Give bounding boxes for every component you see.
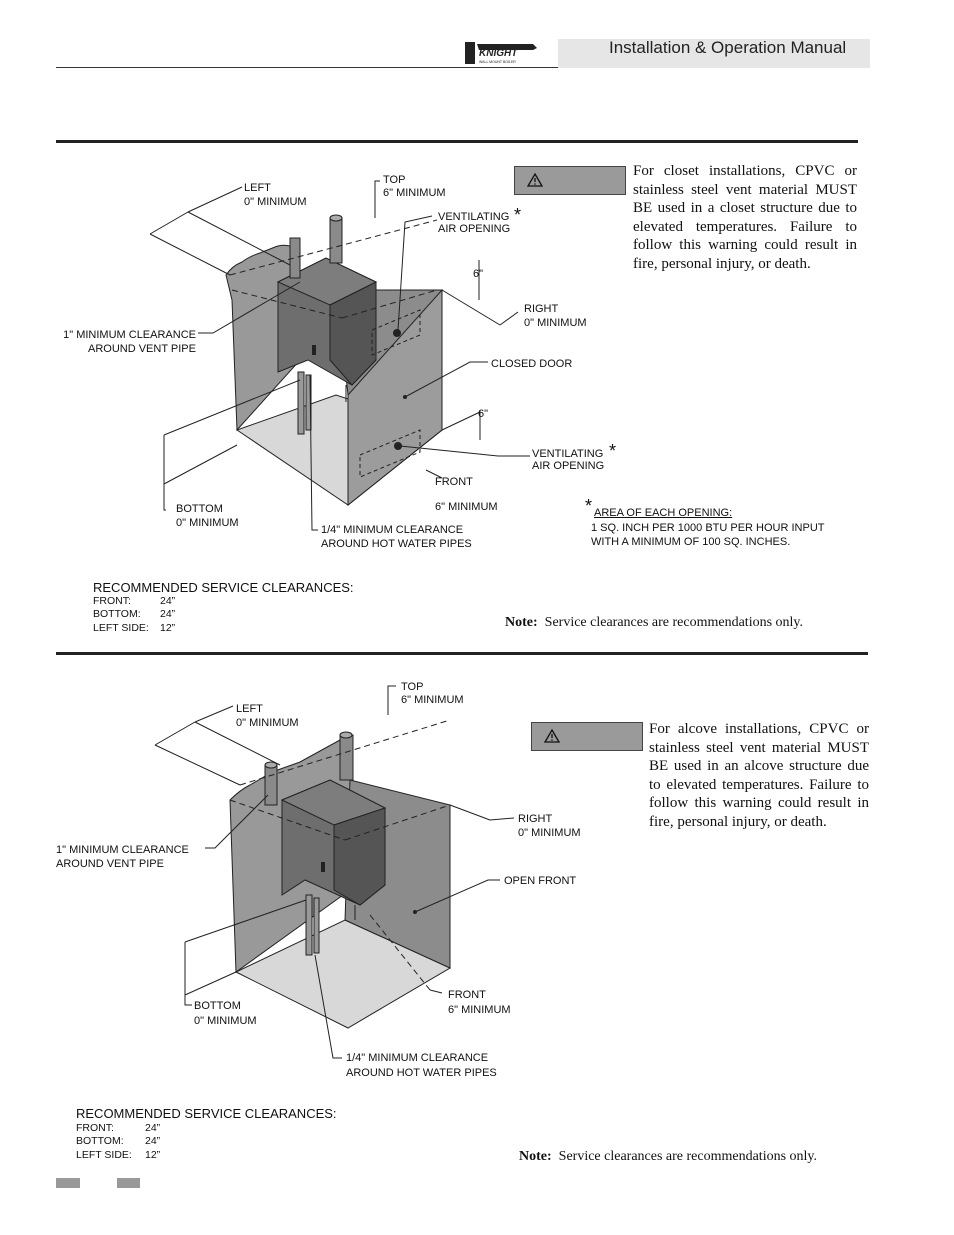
closet-left-min: 0" MINIMUM <box>244 196 307 208</box>
area-opening-title: AREA OF EACH OPENING: <box>594 507 733 519</box>
closet-hot-pipe-sub: AROUND HOT WATER PIPES <box>321 538 472 550</box>
alcove-vent-pipe-label: 1" MINIMUM CLEARANCE <box>56 844 189 856</box>
alcove-bottom-min: 0" MINIMUM <box>194 1015 257 1027</box>
alcove-service-title: RECOMMENDED SERVICE CLEARANCES: <box>76 1106 337 1121</box>
closet-service-row: FRONT:24” <box>93 595 176 607</box>
alcove-hot-pipe-sub: AROUND HOT WATER PIPES <box>346 1067 497 1079</box>
closet-vent-pipe-label: 1" MINIMUM CLEARANCE <box>63 329 196 341</box>
closet-vent-label: VENTILATING <box>438 211 510 223</box>
asterisk-icon: * <box>514 205 522 225</box>
header-bar <box>558 39 870 68</box>
closet-service-row: BOTTOM:24” <box>93 608 176 620</box>
alcove-note: Note: Service clearances are recommendat… <box>519 1149 818 1164</box>
closet-six-top: 6" <box>473 268 484 280</box>
alcove-right-min: 0" MINIMUM <box>518 827 581 839</box>
section-rule-alcove <box>56 652 868 655</box>
closet-top-min: 6" MINIMUM <box>383 187 446 199</box>
area-opening-line1: 1 SQ. INCH PER 1000 BTU PER HOUR INPUT <box>591 522 825 534</box>
closet-front-label: FRONT <box>435 476 473 488</box>
alcove-hot-pipe-label: 1/4" MINIMUM CLEARANCE <box>346 1052 489 1064</box>
alcove-left-label: LEFT <box>236 703 263 715</box>
section-rule-closet <box>56 140 858 143</box>
closet-bottom-label: BOTTOM <box>176 503 223 515</box>
closet-vent2-label: VENTILATING <box>532 448 604 460</box>
open-front-label: OPEN FRONT <box>504 875 577 887</box>
closet-vent2-opening: AIR OPENING <box>532 460 605 472</box>
closet-note: Note: Service clearances are recommendat… <box>505 615 804 630</box>
alcove-left-min: 0" MINIMUM <box>236 717 299 729</box>
alcove-warning-badge <box>531 722 643 751</box>
closet-warning-badge <box>514 166 626 195</box>
footer-marker-left <box>56 1178 80 1188</box>
closed-door-label: CLOSED DOOR <box>491 358 573 370</box>
closet-warning-text: For closet installations, CPVC or stainl… <box>633 163 857 272</box>
alcove-top-min: 6" MINIMUM <box>401 694 464 706</box>
closet-vent-pipe-sub: AROUND VENT PIPE <box>88 343 196 355</box>
warning-triangle-icon <box>544 728 560 743</box>
asterisk-icon: * <box>585 496 593 516</box>
alcove-service-row: FRONT:24” <box>76 1122 161 1134</box>
alcove-front-label: FRONT <box>448 989 486 1001</box>
knight-logo: KNIGHT WALL MOUNT BOILER <box>465 42 537 64</box>
alcove-bottom-label: BOTTOM <box>194 1000 241 1012</box>
svg-text:WALL MOUNT BOILER: WALL MOUNT BOILER <box>479 60 516 64</box>
alcove-vent-pipe-sub: AROUND VENT PIPE <box>56 858 164 870</box>
closet-right-label: RIGHT <box>524 303 559 315</box>
warning-triangle-icon <box>527 172 543 187</box>
closet-bottom-min: 0" MINIMUM <box>176 517 239 529</box>
footer-marker-right <box>117 1178 140 1188</box>
asterisk-icon: * <box>609 441 617 461</box>
closet-vent-opening: AIR OPENING <box>438 223 511 235</box>
alcove-right-label: RIGHT <box>518 813 553 825</box>
alcove-warning-text: For alcove installations, CPVC or stainl… <box>649 721 869 830</box>
alcove-service-row: BOTTOM:24” <box>76 1135 161 1147</box>
alcove-front-min: 6" MINIMUM <box>448 1004 511 1016</box>
closet-top-label: TOP <box>383 174 406 186</box>
svg-text:KNIGHT: KNIGHT <box>479 48 518 59</box>
alcove-service-row: LEFT SIDE:12” <box>76 1149 161 1161</box>
closet-front-min: 6" MINIMUM <box>435 501 498 513</box>
closet-service-title: RECOMMENDED SERVICE CLEARANCES: <box>93 580 354 595</box>
manual-title: Installation & Operation Manual <box>609 38 847 57</box>
closet-left-label: LEFT <box>244 182 271 194</box>
closet-hot-pipe-label: 1/4" MINIMUM CLEARANCE <box>321 524 464 536</box>
closet-six-bottom: 6" <box>478 408 489 420</box>
alcove-top-label: TOP <box>401 681 424 693</box>
header-rule <box>56 67 558 68</box>
area-opening-line2: WITH A MINIMUM OF 100 SQ. INCHES. <box>591 536 791 548</box>
closet-service-row: LEFT SIDE:12” <box>93 622 176 634</box>
closet-right-min: 0" MINIMUM <box>524 317 587 329</box>
